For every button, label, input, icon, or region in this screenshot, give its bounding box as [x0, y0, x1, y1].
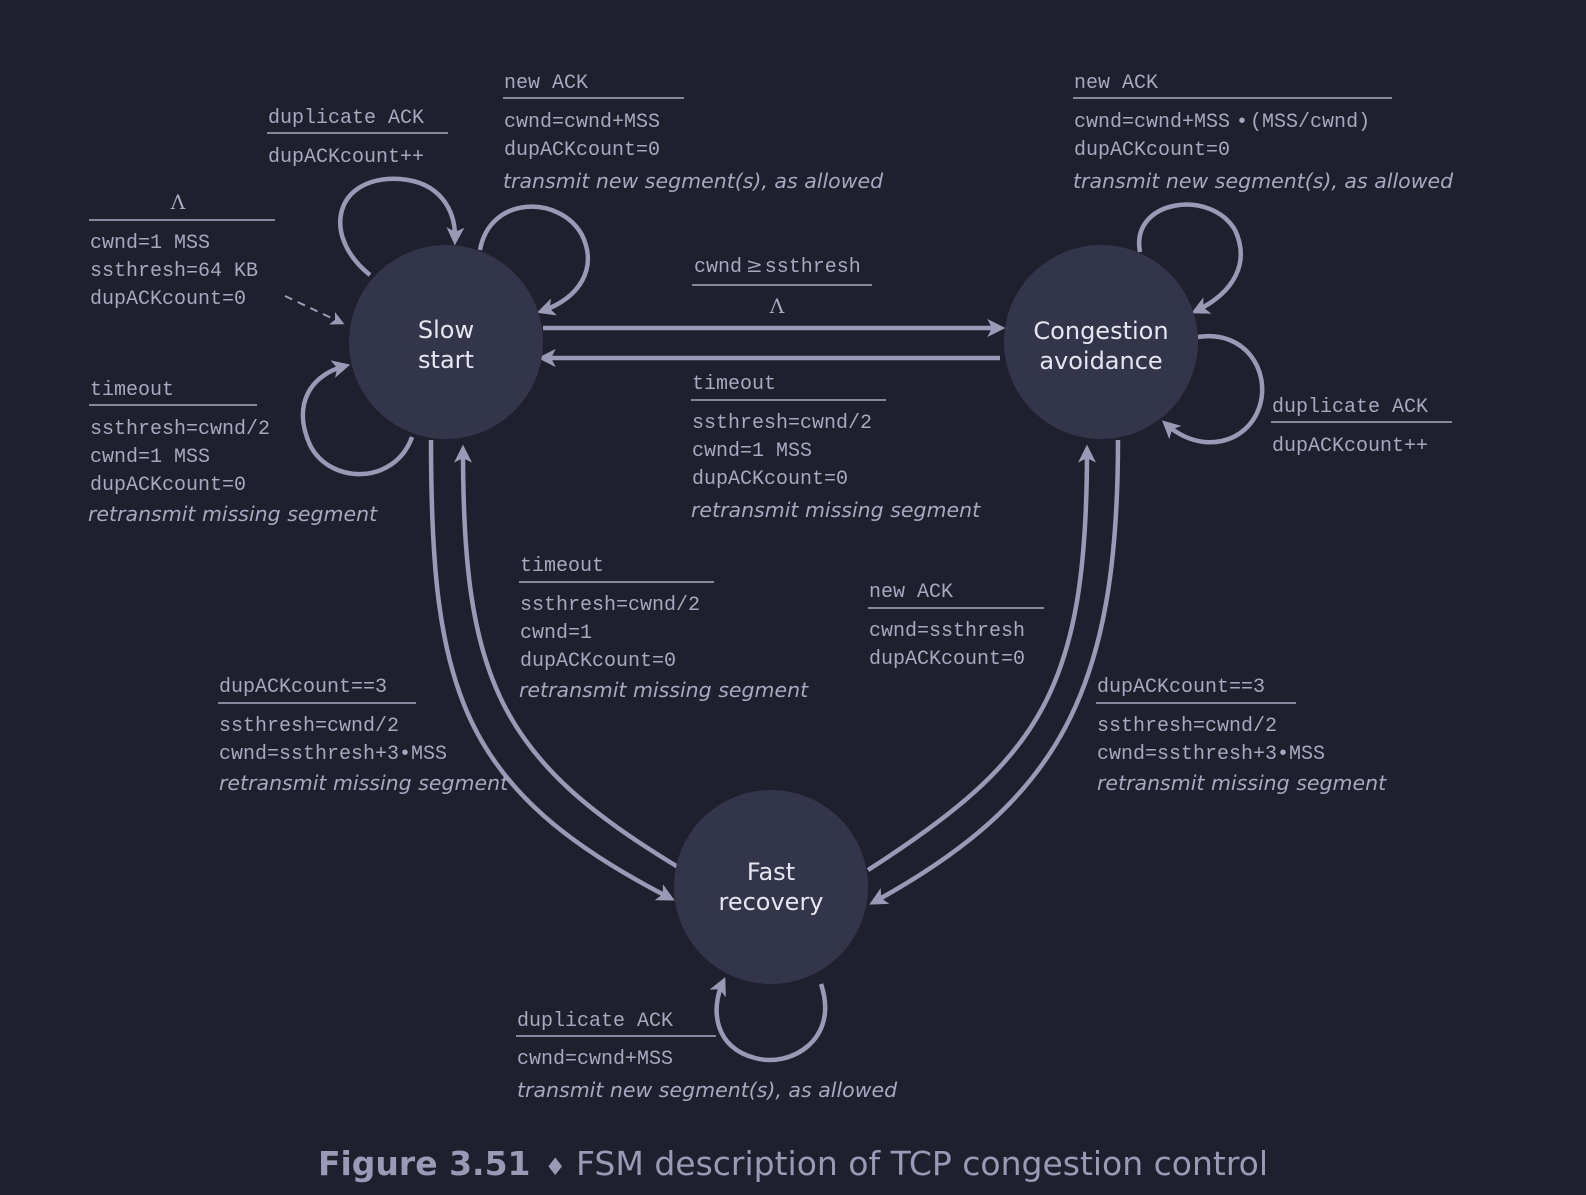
action: cwnd=1 MSS	[692, 440, 812, 463]
state-slow-start: Slow start	[349, 245, 543, 439]
note: retransmit missing segment	[219, 771, 509, 795]
label-ca-to-fr: dupACKcount==3 ssthresh=cwnd/2 cwnd=ssth…	[1096, 676, 1387, 795]
event: timeout	[520, 555, 604, 578]
action: dupACKcount=0	[90, 474, 246, 497]
event: new ACK	[869, 581, 953, 604]
event: dupACKcount==3	[219, 676, 387, 699]
note: retransmit missing segment	[1097, 771, 1387, 795]
action: dupACKcount=0	[1074, 139, 1230, 162]
event: cwnd≥ssthresh	[694, 253, 861, 279]
action: cwnd=ssthresh+3•MSS	[219, 743, 447, 766]
action-main: cwnd=cwnd+MSS	[1074, 111, 1230, 134]
action: dupACKcount++	[268, 146, 424, 169]
label-ss-dup-ack: duplicate ACK dupACKcount++	[267, 107, 448, 169]
state-label: Slow	[418, 316, 474, 344]
initial-transition-arrow	[284, 295, 345, 325]
label-initial: Λ cwnd=1 MSS ssthresh=64 KB dupACKcount=…	[89, 190, 275, 311]
edges	[284, 176, 1265, 1063]
state-label: Fast	[747, 858, 795, 886]
action: Λ	[769, 294, 785, 318]
action: dupACKcount=0	[520, 650, 676, 673]
note: transmit new segment(s), as allowed	[503, 169, 884, 193]
action: dupACKcount++	[1272, 435, 1428, 458]
label-fr-to-ca-new-ack: new ACK cwnd=ssthresh dupACKcount=0	[868, 581, 1044, 671]
ca-new-ack-loop	[1136, 202, 1243, 314]
label-ca-to-ss-timeout: timeout ssthresh=cwnd/2 cwnd=1 MSS dupAC…	[691, 373, 981, 522]
ca-to-fr-arrow	[869, 439, 1121, 905]
state-label: avoidance	[1039, 347, 1162, 375]
event: duplicate ACK	[517, 1010, 673, 1033]
ss-dup-ack-loop	[338, 176, 465, 277]
note: transmit new segment(s), as allowed	[517, 1078, 898, 1102]
fr-to-ca-arrow	[866, 444, 1096, 872]
state-congestion-avoidance: Congestion avoidance	[1004, 245, 1198, 439]
fr-to-ss-arrow	[454, 444, 680, 869]
label-ca-dup-ack: duplicate ACK dupACKcount++	[1271, 396, 1452, 458]
ss-timeout-loop	[300, 360, 415, 477]
figure-caption: Figure 3.51 ♦ FSM description of TCP conge…	[318, 1144, 1268, 1183]
note: retransmit missing segment	[88, 502, 378, 526]
action: cwnd=ssthresh+3•MSS	[1097, 743, 1325, 766]
label-ss-new-ack: new ACK cwnd=cwnd+MSS dupACKcount=0 tran…	[503, 72, 884, 193]
label-ca-new-ack: new ACK cwnd=cwnd+MSS •(MSS/cwnd) dupACKc…	[1073, 72, 1454, 193]
event: Λ	[170, 190, 186, 214]
action: ssthresh=64 KB	[90, 260, 258, 283]
event: timeout	[692, 373, 776, 396]
caption-text: Figure 3.51 ♦ FSM description of TCP conge…	[318, 1144, 1268, 1183]
event-suffix: ssthresh	[765, 256, 861, 279]
caption-description: FSM description of TCP congestion contro…	[576, 1144, 1268, 1183]
event: duplicate ACK	[1272, 396, 1428, 419]
ss-new-ack-loop	[477, 204, 591, 316]
action: dupACKcount=0	[869, 648, 1025, 671]
event-prefix: cwnd	[694, 256, 742, 279]
action: ssthresh=cwnd/2	[1097, 715, 1277, 738]
state-label: recovery	[718, 888, 823, 916]
fr-dup-ack-loop	[709, 977, 828, 1063]
state-label: start	[418, 346, 474, 374]
note: retransmit missing segment	[691, 498, 981, 522]
action: dupACKcount=0	[504, 139, 660, 162]
action: cwnd=cwnd+MSS	[517, 1048, 673, 1071]
state-label: Congestion	[1033, 317, 1168, 345]
label-fr-to-ss-timeout: timeout ssthresh=cwnd/2 cwnd=1 dupACKcou…	[519, 555, 809, 702]
label-ss-to-ca: cwnd≥ssthresh Λ	[692, 253, 872, 318]
action-suffix: (MSS/cwnd)	[1250, 111, 1370, 134]
label-fr-dup-ack: duplicate ACK cwnd=cwnd+MSS transmit new…	[516, 1010, 898, 1102]
caption-figure-number: Figure 3.51	[318, 1144, 531, 1183]
ss-to-fr-arrow	[428, 439, 675, 901]
action: dupACKcount=0	[90, 288, 246, 311]
label-ss-timeout: timeout ssthresh=cwnd/2 cwnd=1 MSS dupAC…	[88, 379, 378, 526]
dot: •	[1236, 111, 1248, 134]
note: retransmit missing segment	[519, 678, 809, 702]
action: cwnd=cwnd+MSS	[504, 111, 660, 134]
state-fast-recovery: Fast recovery	[674, 790, 868, 984]
event: dupACKcount==3	[1097, 676, 1265, 699]
ca-dup-ack-loop	[1162, 333, 1265, 445]
action: ssthresh=cwnd/2	[520, 594, 700, 617]
event: new ACK	[1074, 72, 1158, 95]
label-ss-to-fr: dupACKcount==3 ssthresh=cwnd/2 cwnd=ssth…	[218, 676, 509, 795]
event: new ACK	[504, 72, 588, 95]
action: cwnd=1 MSS	[90, 232, 210, 255]
note: transmit new segment(s), as allowed	[1073, 169, 1454, 193]
action: cwnd=1	[520, 622, 592, 645]
event-symbol: ≥	[746, 253, 763, 277]
event: duplicate ACK	[268, 107, 424, 130]
event: timeout	[90, 379, 174, 402]
caption-separator: ♦	[545, 1153, 567, 1181]
action: cwnd=ssthresh	[869, 620, 1025, 643]
action: ssthresh=cwnd/2	[90, 418, 270, 441]
action: ssthresh=cwnd/2	[219, 715, 399, 738]
action: ssthresh=cwnd/2	[692, 412, 872, 435]
action: cwnd=cwnd+MSS •(MSS/cwnd)	[1074, 111, 1370, 134]
action: cwnd=1 MSS	[90, 446, 210, 469]
action: dupACKcount=0	[692, 468, 848, 491]
